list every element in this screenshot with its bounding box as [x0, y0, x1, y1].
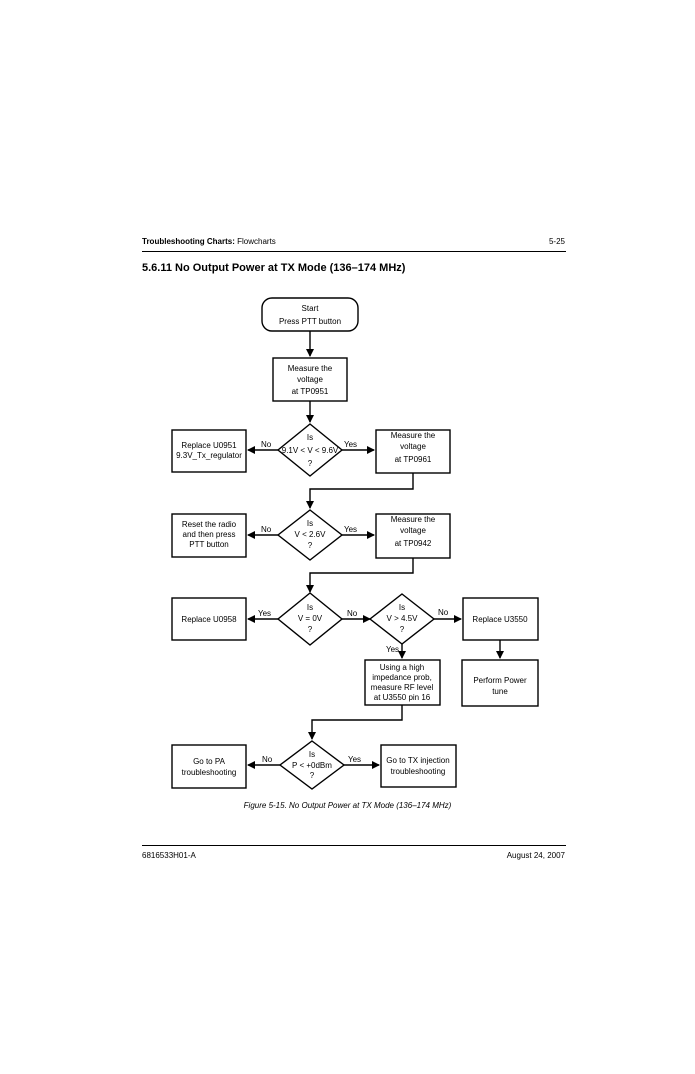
decision-p-lt-0dbm: Is P < +0dBm ? — [278, 740, 346, 790]
svg-text:Is: Is — [307, 603, 313, 612]
svg-text:?: ? — [308, 459, 313, 468]
label-yes-2: Yes — [344, 525, 357, 534]
label-no-3: No — [347, 609, 358, 618]
svg-text:Is: Is — [307, 433, 313, 442]
start-line-2: Press PTT button — [279, 317, 341, 326]
svg-text:Using a high: Using a high — [380, 663, 424, 672]
svg-text:voltage: voltage — [400, 526, 426, 535]
process-perform-power-tune: Perform Power tune — [461, 659, 539, 707]
process-reset-radio: Reset the radio and then press PTT butto… — [171, 513, 247, 558]
header-section-bold: Troubleshooting Charts: — [142, 237, 235, 246]
svg-text:9.3V_Tx_regulator: 9.3V_Tx_regulator — [176, 451, 242, 460]
label-yes-4: Yes — [386, 645, 399, 654]
svg-text:Reset the radio: Reset the radio — [182, 520, 237, 529]
svg-text:Replace U0951: Replace U0951 — [181, 441, 237, 450]
running-header: Troubleshooting Charts: Flowcharts — [142, 237, 276, 246]
connectors — [247, 331, 504, 769]
label-yes-5: Yes — [348, 755, 361, 764]
svg-text:?: ? — [308, 541, 313, 550]
svg-text:?: ? — [310, 771, 315, 780]
footer-rule — [142, 845, 566, 846]
svg-text:at U3550 pin 16: at U3550 pin 16 — [374, 693, 431, 702]
svg-text:Is: Is — [309, 750, 315, 759]
svg-text:V < 2.6V: V < 2.6V — [295, 530, 327, 539]
svg-text:at TP0951: at TP0951 — [292, 387, 329, 396]
svg-text:voltage: voltage — [297, 375, 323, 384]
start-line-1: Start — [302, 304, 320, 313]
svg-text:?: ? — [400, 625, 405, 634]
svg-text:at TP0942: at TP0942 — [395, 539, 432, 548]
process-go-to-pa: Go to PA troubleshooting — [171, 744, 247, 789]
svg-text:Replace U3550: Replace U3550 — [472, 615, 528, 624]
process-measure-rf-level: Using a high impedance prob, measure RF … — [364, 659, 441, 706]
svg-text:troubleshooting: troubleshooting — [391, 767, 446, 776]
svg-text:Go to TX injection: Go to TX injection — [386, 756, 449, 765]
svg-text:at TP0961: at TP0961 — [395, 455, 432, 464]
process-measure-tp0951: Measure the voltage at TP0951 — [272, 357, 348, 402]
svg-text:P < +0dBm: P < +0dBm — [292, 761, 332, 770]
svg-text:tune: tune — [492, 687, 508, 696]
svg-text:PTT button: PTT button — [189, 540, 228, 549]
start-node: Start Press PTT button — [261, 297, 359, 332]
svg-text:Is: Is — [307, 519, 313, 528]
label-no-4: No — [438, 608, 449, 617]
svg-text:V > 4.5V: V > 4.5V — [387, 614, 419, 623]
svg-text:Measure the: Measure the — [391, 431, 436, 440]
header-page-number: 5-25 — [548, 237, 565, 246]
process-replace-u3550: Replace U3550 — [462, 597, 539, 641]
svg-text:9.1V < V < 9.6V: 9.1V < V < 9.6V — [282, 446, 339, 455]
decision-v-lt-2-6v: Is V < 2.6V ? — [276, 509, 344, 561]
svg-text:measure RF level: measure RF level — [371, 683, 434, 692]
svg-text:?: ? — [308, 625, 313, 634]
label-no-1: No — [261, 440, 272, 449]
svg-text:Perform Power: Perform Power — [473, 676, 527, 685]
svg-text:Measure the: Measure the — [288, 364, 333, 373]
process-go-to-tx-injection: Go to TX injection troubleshooting — [380, 744, 457, 788]
section-title: 5.6.11 No Output Power at TX Mode (136–1… — [142, 262, 406, 274]
process-replace-u0951: Replace U0951 9.3V_Tx_regulator — [171, 429, 247, 473]
decision-9-1v-9-6v: Is 9.1V < V < 9.6V ? — [276, 423, 344, 477]
decision-v-eq-0v: Is V = 0V ? — [276, 592, 344, 646]
header-rule — [142, 251, 566, 252]
footer-date: August 24, 2007 — [506, 851, 565, 860]
svg-text:and then press: and then press — [183, 530, 236, 539]
figure-caption: Figure 5-15. No Output Power at TX Mode … — [243, 801, 452, 810]
label-yes-3: Yes — [258, 609, 271, 618]
svg-text:troubleshooting: troubleshooting — [182, 768, 237, 777]
label-no-5: No — [262, 755, 273, 764]
label-no-2: No — [261, 525, 272, 534]
svg-text:impedance prob,: impedance prob, — [372, 673, 432, 682]
svg-text:voltage: voltage — [400, 442, 426, 451]
header-section-rest: Flowcharts — [234, 237, 276, 246]
label-yes-1: Yes — [344, 440, 357, 449]
process-replace-u0958: Replace U0958 — [171, 597, 247, 641]
footer-doc-number: 6816533H01-A — [142, 851, 196, 860]
svg-text:Go to PA: Go to PA — [193, 757, 226, 766]
svg-text:Is: Is — [399, 603, 405, 612]
process-measure-tp0942: Measure the voltage at TP0942 — [375, 513, 451, 559]
decision-v-gt-4-5v: Is V > 4.5V ? — [368, 593, 436, 645]
svg-text:Replace U0958: Replace U0958 — [181, 615, 237, 624]
svg-text:V = 0V: V = 0V — [298, 614, 323, 623]
process-measure-tp0961: Measure the voltage at TP0961 — [375, 429, 451, 474]
svg-text:Measure the: Measure the — [391, 515, 436, 524]
